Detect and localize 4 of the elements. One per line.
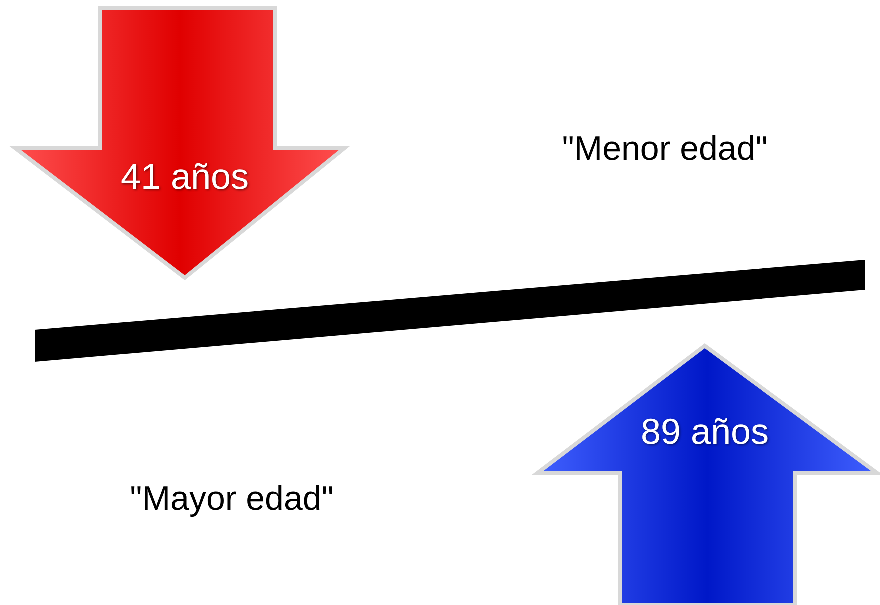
arrow-label: 41 años (120, 156, 250, 198)
caption-text: "Mayor edad" (130, 480, 334, 519)
arrow-label: 89 años (640, 411, 770, 453)
caption-text: "Menor edad" (562, 130, 768, 169)
